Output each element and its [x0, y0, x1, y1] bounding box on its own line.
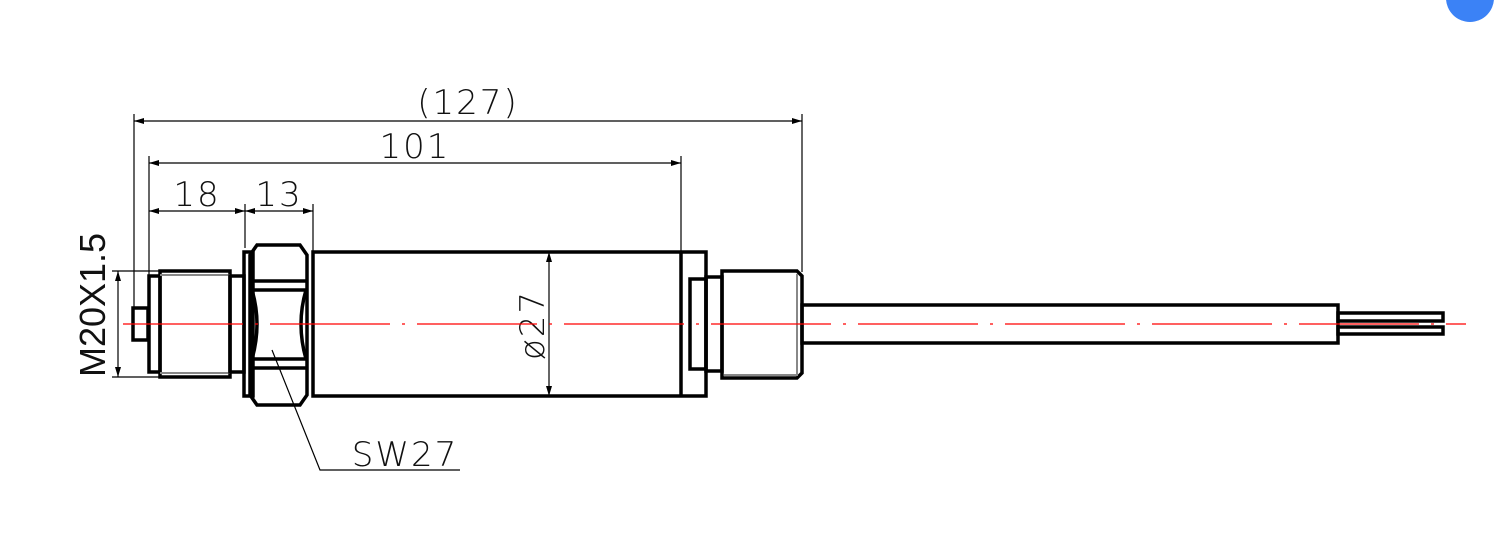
- dim-overall-length: (127): [417, 83, 518, 123]
- wrench-size-label: SW27: [352, 435, 458, 475]
- leader-line: [271, 349, 460, 471]
- sensor-outline: [131, 243, 1445, 407]
- translate-badge-icon[interactable]: [1446, 0, 1494, 22]
- dim-body-length: 101: [380, 127, 451, 167]
- dim-thread-length: 18: [173, 175, 220, 215]
- dim-nut-width: 13: [255, 175, 302, 215]
- extension-lines: [112, 114, 803, 378]
- dim-diameter: ø27: [513, 290, 553, 360]
- thread-spec: M20X1.5: [72, 233, 113, 377]
